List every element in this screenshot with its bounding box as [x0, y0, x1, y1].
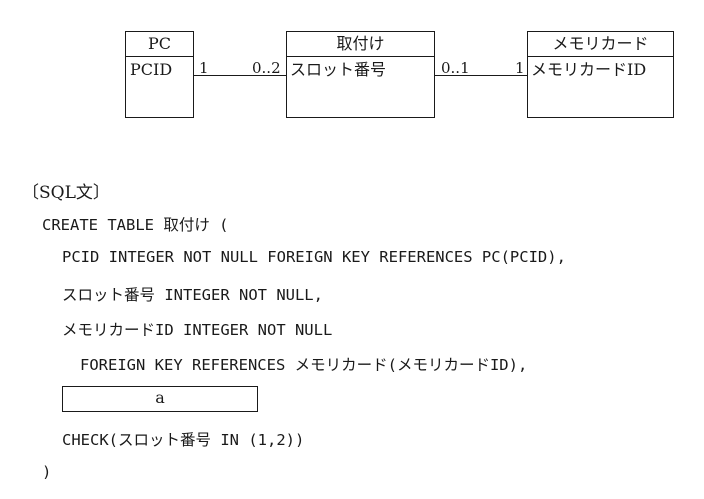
multiplicity-pc-side: 1 — [199, 59, 209, 77]
relationship-line-pc-toritsuke — [194, 75, 286, 76]
sql-section-title: 〔SQL文〕 — [22, 183, 110, 203]
multiplicity-toritsuke-side-1: 0..2 — [252, 59, 281, 77]
entity-pc: PC PCID — [125, 31, 194, 118]
relationship-line-toritsuke-memory-card — [435, 75, 527, 76]
entity-toritsuke-attribute: スロット番号 — [290, 60, 387, 79]
entity-pc-name: PC — [126, 32, 193, 57]
entity-toritsuke-name: 取付け — [287, 32, 434, 57]
multiplicity-toritsuke-side-2: 0..1 — [441, 59, 470, 77]
blank-a-label: a — [155, 388, 165, 407]
sql-line-close: ) — [42, 463, 52, 481]
sql-line-memory-id: メモリカードID INTEGER NOT NULL — [62, 321, 333, 339]
sql-line-check: CHECK(スロット番号 IN (1,2)) — [62, 431, 305, 449]
entity-toritsuke: 取付け スロット番号 — [286, 31, 435, 118]
sql-line-pcid: PCID INTEGER NOT NULL FOREIGN KEY REFERE… — [62, 248, 566, 266]
entity-pc-attribute: PCID — [130, 60, 173, 79]
multiplicity-memory-card-side: 1 — [515, 59, 525, 77]
entity-memory-card: メモリカード メモリカードID — [527, 31, 674, 118]
sql-line-foreign-key: FOREIGN KEY REFERENCES メモリカード(メモリカードID), — [80, 356, 528, 374]
entity-memory-card-attribute: メモリカードID — [531, 60, 647, 79]
blank-a-box: a — [62, 386, 258, 412]
entity-memory-card-name: メモリカード — [528, 32, 673, 57]
sql-line-create: CREATE TABLE 取付け ( — [42, 216, 229, 234]
sql-line-slot: スロット番号 INTEGER NOT NULL, — [62, 286, 323, 304]
